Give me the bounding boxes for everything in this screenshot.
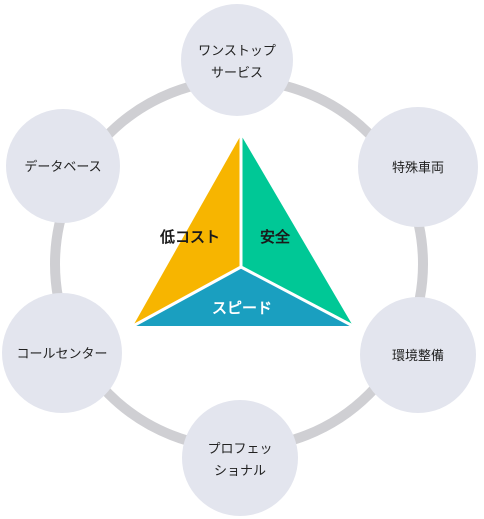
node-environment: 環境整備 (360, 297, 476, 413)
node-database-label: データベース (24, 159, 101, 175)
triangle-label-safety: 安全 (260, 228, 291, 246)
node-database-circle (6, 109, 120, 223)
triangle-label-low-cost: 低コスト (159, 228, 220, 246)
node-special-vehicles-circle (358, 107, 478, 227)
node-one-stop-service-label-line2: サービス (211, 66, 263, 81)
node-call-center-label: コールセンター (16, 347, 107, 362)
node-professional-label-line2: ショナル (214, 464, 266, 479)
triangle-speed-segment (133, 267, 353, 326)
node-one-stop-service-label-line1: ワンストップ (198, 44, 276, 59)
triangle-safety-segment (241, 135, 353, 326)
triangle-low-cost-segment (133, 135, 241, 326)
node-professional-label-line1: プロフェッ (207, 442, 272, 457)
node-professional-circle (182, 400, 298, 516)
node-professional: プロフェッ ショナル (182, 400, 298, 516)
node-environment-circle (360, 297, 476, 413)
node-special-vehicles: 特殊車両 (358, 107, 478, 227)
center-triangle: 低コスト 安全 スピード (131, 133, 355, 328)
node-one-stop-service: ワンストップ サービス (181, 4, 293, 116)
node-call-center-circle (2, 293, 122, 413)
node-one-stop-service-circle (181, 4, 293, 116)
triangle-dividers (131, 133, 355, 328)
node-call-center: コールセンター (2, 293, 122, 413)
node-special-vehicles-label: 特殊車両 (392, 161, 444, 176)
triangle-label-speed: スピード (212, 299, 272, 317)
node-environment-label: 環境整備 (392, 348, 444, 364)
node-database: データベース (6, 109, 120, 223)
